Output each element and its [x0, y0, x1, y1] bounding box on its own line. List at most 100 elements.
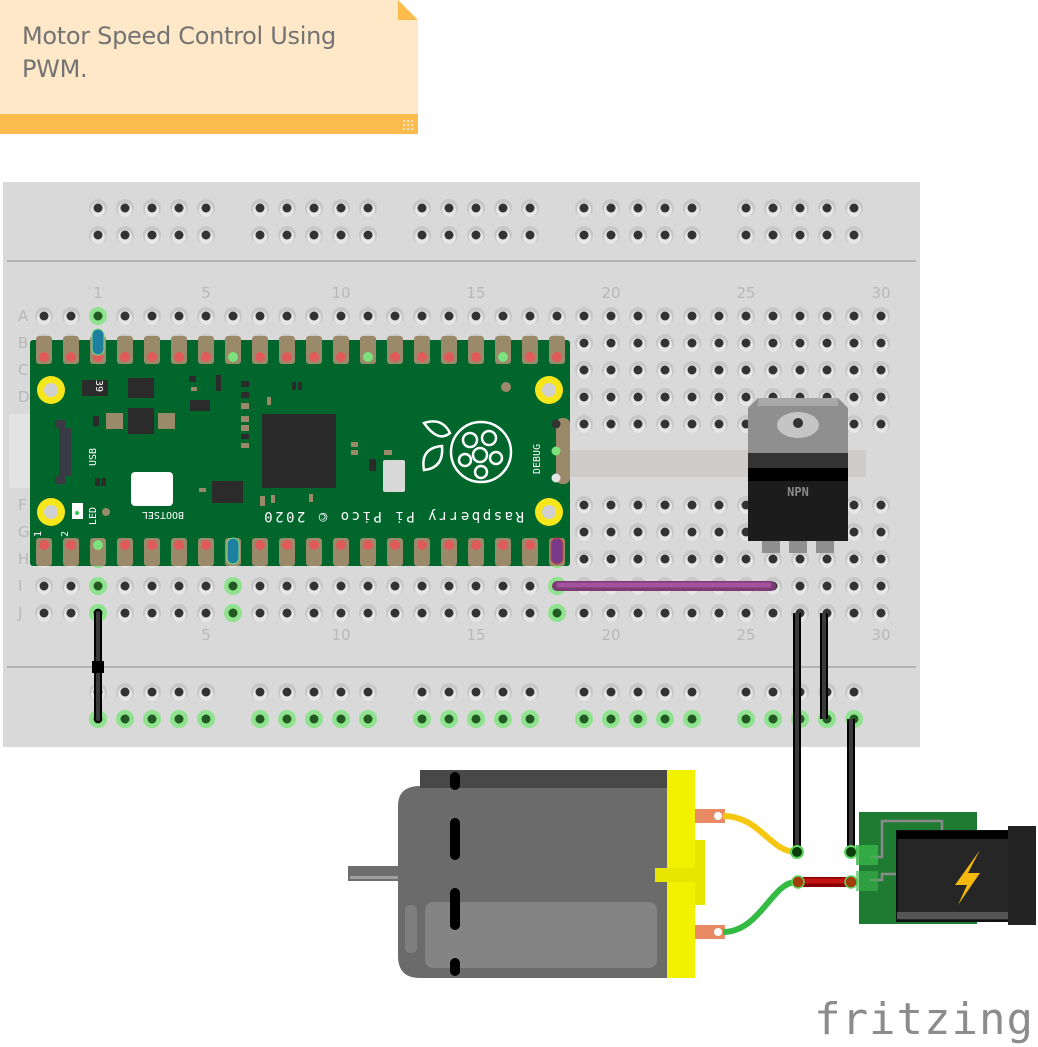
breadboard-hole[interactable]	[872, 523, 890, 541]
breadboard-hole[interactable]	[494, 577, 512, 595]
breadboard-hole[interactable]	[629, 199, 647, 217]
breadboard-hole[interactable]	[737, 604, 755, 622]
breadboard-hole[interactable]	[305, 307, 323, 325]
breadboard-hole[interactable]	[89, 226, 107, 244]
breadboard-hole[interactable]	[656, 523, 674, 541]
breadboard-hole[interactable]	[332, 604, 350, 622]
breadboard-hole[interactable]	[683, 683, 701, 701]
npn-transistor[interactable]: NPN	[748, 398, 848, 553]
breadboard-hole[interactable]	[764, 334, 782, 352]
breadboard-hole[interactable]	[467, 307, 485, 325]
breadboard-hole[interactable]	[629, 550, 647, 568]
breadboard-hole[interactable]	[359, 683, 377, 701]
breadboard-hole[interactable]	[872, 550, 890, 568]
breadboard-hole[interactable]	[278, 199, 296, 217]
breadboard-hole[interactable]	[683, 496, 701, 514]
breadboard-hole[interactable]	[251, 577, 269, 595]
breadboard-hole[interactable]	[89, 199, 107, 217]
breadboard-hole[interactable]	[872, 388, 890, 406]
breadboard-hole[interactable]	[656, 683, 674, 701]
breadboard-hole[interactable]	[170, 683, 188, 701]
breadboard-hole[interactable]	[656, 604, 674, 622]
raspberry-pi-pico[interactable]: USB LED DEBUG 39 1 2 BOOTSEL Raspberry P…	[9, 328, 570, 566]
breadboard-hole[interactable]	[440, 199, 458, 217]
breadboard-hole[interactable]	[575, 361, 593, 379]
breadboard-hole[interactable]	[35, 307, 53, 325]
motor-lead-yellow[interactable]	[722, 813, 797, 855]
breadboard-hole[interactable]	[818, 226, 836, 244]
breadboard-hole[interactable]	[602, 550, 620, 568]
dc-motor[interactable]	[348, 770, 725, 978]
breadboard-hole[interactable]	[251, 604, 269, 622]
breadboard-hole[interactable]	[224, 604, 242, 622]
breadboard-hole[interactable]	[305, 226, 323, 244]
breadboard-hole[interactable]	[683, 388, 701, 406]
breadboard-hole[interactable]	[710, 523, 728, 541]
breadboard-hole[interactable]	[629, 710, 647, 728]
note-text[interactable]: Motor Speed Control Using PWM.	[22, 22, 336, 83]
breadboard-hole[interactable]	[683, 710, 701, 728]
breadboard-hole[interactable]	[143, 683, 161, 701]
breadboard-hole[interactable]	[494, 683, 512, 701]
breadboard-hole[interactable]	[845, 334, 863, 352]
breadboard-hole[interactable]	[494, 710, 512, 728]
breadboard-hole[interactable]	[764, 604, 782, 622]
breadboard-hole[interactable]	[791, 307, 809, 325]
breadboard-hole[interactable]	[683, 523, 701, 541]
breadboard-hole[interactable]	[413, 226, 431, 244]
breadboard-hole[interactable]	[440, 683, 458, 701]
breadboard-hole[interactable]	[737, 710, 755, 728]
breadboard-hole[interactable]	[116, 577, 134, 595]
breadboard-hole[interactable]	[710, 388, 728, 406]
breadboard-hole[interactable]	[575, 604, 593, 622]
breadboard-hole[interactable]	[62, 307, 80, 325]
breadboard-hole[interactable]	[656, 226, 674, 244]
breadboard-hole[interactable]	[818, 577, 836, 595]
breadboard-hole[interactable]	[602, 307, 620, 325]
breadboard-hole[interactable]	[872, 604, 890, 622]
breadboard-hole[interactable]	[197, 683, 215, 701]
breadboard-hole[interactable]	[629, 523, 647, 541]
breadboard-hole[interactable]	[575, 307, 593, 325]
breadboard-hole[interactable]	[683, 199, 701, 217]
breadboard-hole[interactable]	[197, 577, 215, 595]
breadboard-hole[interactable]	[494, 604, 512, 622]
breadboard-hole[interactable]	[440, 226, 458, 244]
breadboard-hole[interactable]	[629, 496, 647, 514]
breadboard-hole[interactable]	[521, 604, 539, 622]
breadboard-hole[interactable]	[683, 226, 701, 244]
breadboard-hole[interactable]	[251, 199, 269, 217]
breadboard-hole[interactable]	[278, 577, 296, 595]
breadboard-hole[interactable]	[683, 307, 701, 325]
breadboard-hole[interactable]	[359, 710, 377, 728]
breadboard-hole[interactable]	[845, 388, 863, 406]
breadboard-hole[interactable]	[413, 710, 431, 728]
breadboard-hole[interactable]	[332, 577, 350, 595]
breadboard-hole[interactable]	[791, 550, 809, 568]
breadboard-hole[interactable]	[575, 226, 593, 244]
breadboard-hole[interactable]	[737, 334, 755, 352]
breadboard-hole[interactable]	[62, 577, 80, 595]
breadboard-hole[interactable]	[89, 577, 107, 595]
breadboard-hole[interactable]	[305, 577, 323, 595]
breadboard-hole[interactable]	[845, 683, 863, 701]
breadboard-hole[interactable]	[791, 226, 809, 244]
breadboard-hole[interactable]	[251, 710, 269, 728]
breadboard-hole[interactable]	[764, 550, 782, 568]
breadboard-hole[interactable]	[737, 307, 755, 325]
breadboard-hole[interactable]	[143, 307, 161, 325]
breadboard-hole[interactable]	[197, 226, 215, 244]
breadboard-hole[interactable]	[791, 577, 809, 595]
breadboard-hole[interactable]	[764, 683, 782, 701]
breadboard-hole[interactable]	[332, 226, 350, 244]
breadboard-hole[interactable]	[737, 550, 755, 568]
breadboard-hole[interactable]	[737, 199, 755, 217]
breadboard-hole[interactable]	[845, 361, 863, 379]
breadboard-hole[interactable]	[845, 496, 863, 514]
breadboard-hole[interactable]	[359, 307, 377, 325]
breadboard-hole[interactable]	[683, 334, 701, 352]
breadboard-hole[interactable]	[143, 604, 161, 622]
breadboard-hole[interactable]	[818, 307, 836, 325]
breadboard-hole[interactable]	[818, 334, 836, 352]
breadboard-hole[interactable]	[737, 226, 755, 244]
